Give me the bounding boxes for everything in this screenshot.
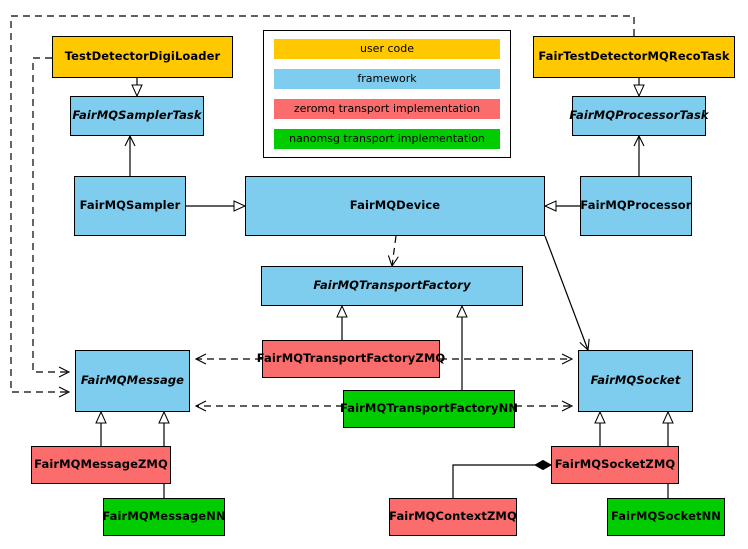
- class-box-fairmqsocketnn[interactable]: FairMQSocketNN: [607, 498, 725, 536]
- class-box-fairmqdevice[interactable]: FairMQDevice: [245, 176, 545, 236]
- legend-item-user-code: user code: [274, 39, 500, 59]
- edge-digiloader-to-message: [32, 57, 71, 378]
- class-box-fairmqtransportfactory[interactable]: FairMQTransportFactory: [261, 266, 523, 306]
- class-box-fairtestdetectormqrecotask[interactable]: FairTestDetectorMQRecoTask: [533, 36, 735, 78]
- class-box-fairmqsamplertask[interactable]: FairMQSamplerTask: [70, 96, 204, 136]
- legend-item-nanomsg: nanomsg transport implementation: [274, 129, 500, 149]
- class-box-fairmqprocessor[interactable]: FairMQProcessor: [580, 176, 692, 236]
- class-box-fairmqtransportfactorynn[interactable]: FairMQTransportFactoryNN: [340, 390, 518, 428]
- class-box-testdetectordigiloader[interactable]: TestDetectorDigiLoader: [52, 36, 233, 78]
- class-box-fairmqmessagenn[interactable]: FairMQMessageNN: [102, 498, 226, 536]
- class-box-fairmqsocketzmq[interactable]: FairMQSocketZMQ: [551, 446, 679, 484]
- class-box-fairmqsocket[interactable]: FairMQSocket: [578, 350, 693, 412]
- legend-item-zeromq: zeromq transport implementation: [274, 99, 500, 119]
- class-box-fairmqtransportfactoryzmq[interactable]: FairMQTransportFactoryZMQ: [257, 340, 445, 378]
- class-box-fairmqprocessortask[interactable]: FairMQProcessorTask: [569, 96, 709, 136]
- legend: user code framework zeromq transport imp…: [263, 30, 511, 158]
- edge-recotask-to-message: [10, 15, 635, 398]
- class-box-fairmqcontextzmq[interactable]: FairMQContextZMQ: [389, 498, 517, 536]
- legend-item-framework: framework: [274, 69, 500, 89]
- class-box-fairmqmessage[interactable]: FairMQMessage: [75, 350, 190, 412]
- edge-device-to-transportfactory: [387, 235, 399, 268]
- class-box-fairmqmessagezmq[interactable]: FairMQMessageZMQ: [31, 446, 171, 484]
- edge-device-to-socket: [544, 235, 590, 352]
- edge-contextzmq-composes-socketzmq: [452, 465, 551, 498]
- class-box-fairmqsampler[interactable]: FairMQSampler: [74, 176, 186, 236]
